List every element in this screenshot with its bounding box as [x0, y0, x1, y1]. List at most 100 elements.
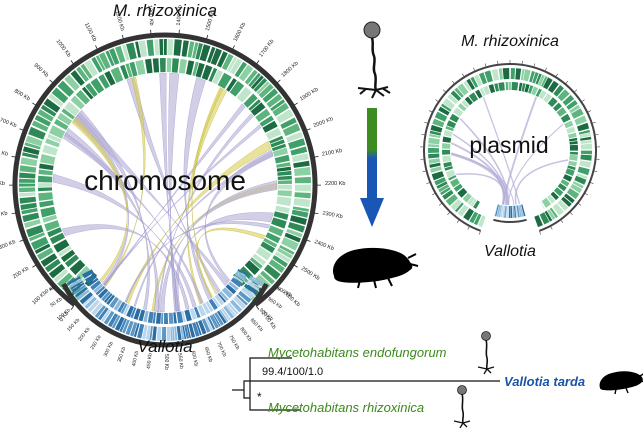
- plasmid-tick: [550, 225, 553, 230]
- vallotia-outer-band: [214, 312, 224, 326]
- chromosome-mid-band: [53, 239, 70, 253]
- plasmid-outer-band: [431, 171, 445, 181]
- plasmid-inner-band: [535, 88, 542, 97]
- chromosome-mid-band: [159, 57, 166, 73]
- chromosome-mid-band: [69, 259, 86, 275]
- vallotia-outer-band: [133, 323, 140, 338]
- chromosome-outer-band: [31, 236, 49, 250]
- plasmid-outer-band: [547, 209, 556, 220]
- plasmid-inner-band: [475, 89, 483, 99]
- chromosome-mid-band: [98, 74, 110, 89]
- chromosome-tick: [11, 212, 16, 215]
- plasmid-tick: [435, 99, 439, 103]
- plasmid-tick: [451, 80, 455, 85]
- plasmid-outer-band: [473, 213, 482, 226]
- vallotia-inner-band: [93, 283, 104, 293]
- plasmid-outer-band: [569, 104, 581, 114]
- vallotia-plasmid-band: [504, 205, 506, 218]
- plasmid-inner-band: [488, 84, 496, 94]
- chromosome-mid-band: [70, 95, 85, 110]
- chromosome-tick: [306, 128, 311, 131]
- vallotia-outer-band: [119, 318, 127, 333]
- chromosome-mid-band: [64, 101, 80, 117]
- chromosome-outer-band: [192, 42, 199, 59]
- plasmid-tick: [589, 181, 594, 184]
- vallotia-outer-band: [248, 277, 263, 287]
- insect-small-icon: [599, 371, 643, 395]
- vallotia-tick-label: 250 Kb: [90, 334, 103, 351]
- plasmid-tick: [591, 121, 596, 124]
- chromosome-tick: [32, 102, 36, 106]
- chromosome-mid-band: [39, 163, 54, 171]
- chromosome-mid-band: [268, 225, 284, 237]
- plasmid-outer-band: [430, 124, 443, 133]
- chromosome-outer-band: [263, 264, 281, 280]
- chromosome-mid-band: [259, 115, 274, 127]
- vallotia-tick-label: 750 Kb: [227, 334, 240, 351]
- vallotia-outer-band: [77, 289, 90, 300]
- plasmid-tick: [565, 80, 569, 85]
- chromosome-outer-band: [20, 157, 38, 167]
- chromosome-outer-band: [135, 41, 141, 58]
- chromosome-tick-label: 600 Kb: [0, 149, 8, 158]
- chromosome-outer-band: [221, 53, 234, 71]
- node-support-values: 99.4/100/1.0: [262, 366, 323, 378]
- chromosome-outer-band: [22, 212, 40, 223]
- chromosome-mid-band: [45, 138, 60, 148]
- vallotia-inner-band: [88, 277, 99, 287]
- chromosome-outer-band: [262, 88, 279, 103]
- vallotia-plasmid-band: [521, 204, 526, 217]
- chromosome-mid-band: [249, 257, 263, 269]
- vallotia-outer-band: [230, 299, 243, 313]
- chromosome-tick-label: 1300 Kb: [146, 5, 154, 26]
- chromosome-mid-band: [61, 108, 75, 120]
- vallotia-outer-band: [247, 279, 261, 289]
- chromosome-outer-band: [19, 196, 37, 204]
- vallotia-outer-band: [176, 325, 182, 341]
- plasmid-scale-ring: [420, 60, 600, 235]
- plasmid-outer-band: [454, 87, 464, 98]
- chromosome-tick: [121, 34, 124, 39]
- vallotia-inner-band: [237, 269, 248, 276]
- plasmid-outer-band: [576, 173, 588, 180]
- plasmid-inner-band: [524, 84, 530, 93]
- vallotia-inner-band: [217, 293, 227, 303]
- vallotia-plasmid-band: [502, 205, 506, 218]
- chromosome-tick-label: 2100 Kb: [322, 148, 343, 158]
- plasmid-inner-band: [556, 107, 567, 117]
- plasmid-outer-band: [515, 68, 522, 80]
- vallotia-inner-band: [214, 294, 225, 306]
- plasmid-outer-band: [479, 72, 487, 85]
- plasmid-tick: [569, 211, 573, 215]
- taxon-rhizoxinica: Mycetohabitans rhizoxinica: [268, 400, 424, 415]
- chromosome-mid-band: [208, 67, 218, 82]
- chromosome-mid-band: [269, 135, 284, 144]
- chromosome-mid-band: [271, 217, 287, 229]
- plasmid-outer-band: [577, 166, 590, 176]
- plasmid-outer-band: [445, 194, 458, 206]
- vallotia-inner-band: [230, 277, 243, 288]
- chromosome-outer-band: [163, 38, 167, 55]
- chromosome-mid-band: [277, 175, 292, 180]
- vallotia-outer-band: [223, 305, 235, 319]
- synteny-ribbon: [52, 174, 197, 308]
- vallotia-outer-band: [156, 326, 162, 341]
- chromosome-outer-band: [91, 56, 103, 73]
- vallotia-inner-band: [208, 298, 218, 310]
- chromosome-outer-band: [279, 245, 295, 255]
- plasmid-inner-band: [442, 149, 451, 155]
- chromosome-tick: [293, 264, 298, 268]
- chromosome-outer-band: [229, 58, 243, 75]
- plasmid-outer-band: [570, 183, 583, 194]
- chromosome-outer-band: [253, 78, 268, 92]
- chromosome-outer-band: [122, 44, 130, 61]
- chromosome-outer-band: [19, 172, 36, 179]
- chromosome-outer-band: [115, 45, 126, 63]
- chromosome-mid-band: [38, 169, 53, 176]
- fungus-small-icon-top: [477, 331, 495, 375]
- vallotia-inner-band: [234, 272, 246, 281]
- synteny-ribbon: [63, 132, 204, 304]
- plasmid-inner-band: [445, 169, 456, 178]
- taxon-vallotia-tarda: Vallotia tarda: [504, 374, 585, 389]
- plasmid-outer-band: [553, 85, 564, 97]
